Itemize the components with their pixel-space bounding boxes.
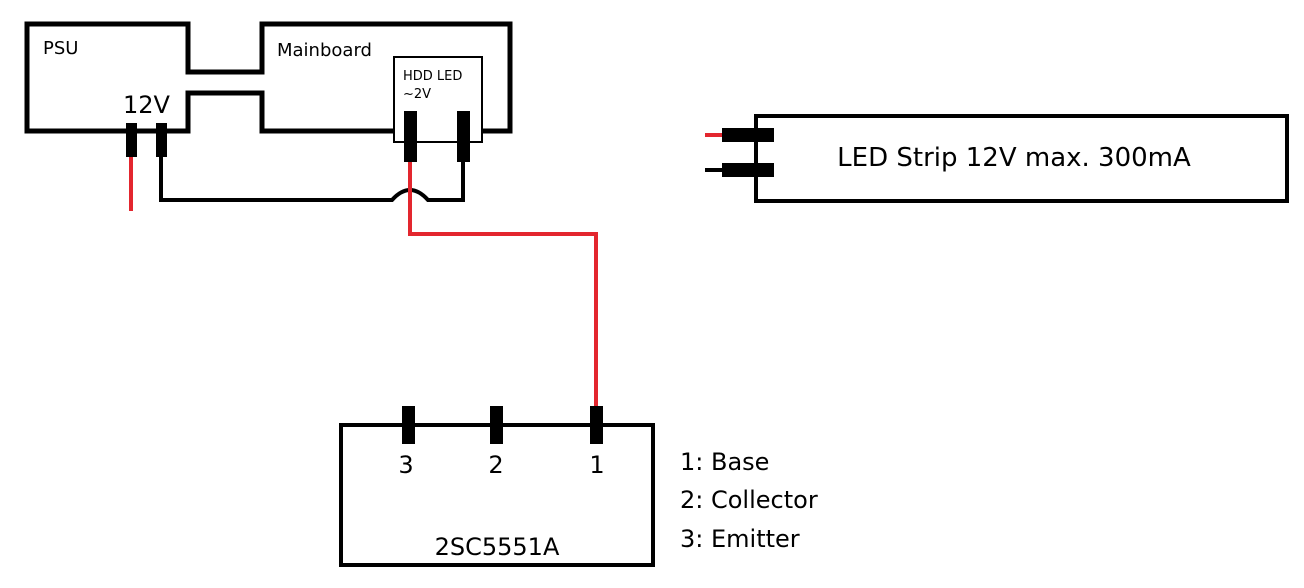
mainboard-label: Mainboard — [277, 40, 372, 61]
led-strip-box — [754, 114, 1289, 203]
legend-item-emitter: 3: Emitter — [680, 525, 800, 553]
psu-pin-positive — [126, 123, 137, 157]
base-drive-wire — [408, 162, 598, 412]
pin-legend: 1: Base 2: Collector 3: Emitter — [680, 448, 818, 553]
hdd-led-voltage: ~2V — [403, 87, 431, 102]
hdd-led-pin-positive — [404, 111, 417, 162]
pin-number-2: 2 — [488, 451, 503, 479]
transistor-pin-emitter — [402, 406, 415, 444]
led-strip-pin-negative — [722, 163, 774, 177]
led-strip-label: LED Strip 12V max. 300mA — [837, 143, 1191, 173]
ground-wire — [159, 157, 465, 202]
psu-mainboard-border — [24, 21, 513, 134]
hdd-led-pin-negative — [457, 111, 470, 162]
led-strip-pin-positive — [722, 128, 774, 142]
psu-label: PSU — [43, 38, 78, 59]
hdd-led-label: HDD LED — [403, 69, 462, 84]
transistor-label: 2SC5551A — [435, 533, 560, 561]
pin-number-3: 3 — [398, 451, 413, 479]
transistor-pin-base — [590, 406, 603, 444]
psu-mainboard-outline — [24, 21, 513, 134]
legend-item-collector: 2: Collector — [680, 486, 818, 514]
transistor-pin-collector — [490, 406, 503, 444]
legend-item-base: 1: Base — [680, 448, 769, 476]
psu-voltage-label: 12V — [123, 91, 171, 119]
psu-pin-negative — [156, 123, 167, 157]
pin-number-1: 1 — [589, 451, 604, 479]
